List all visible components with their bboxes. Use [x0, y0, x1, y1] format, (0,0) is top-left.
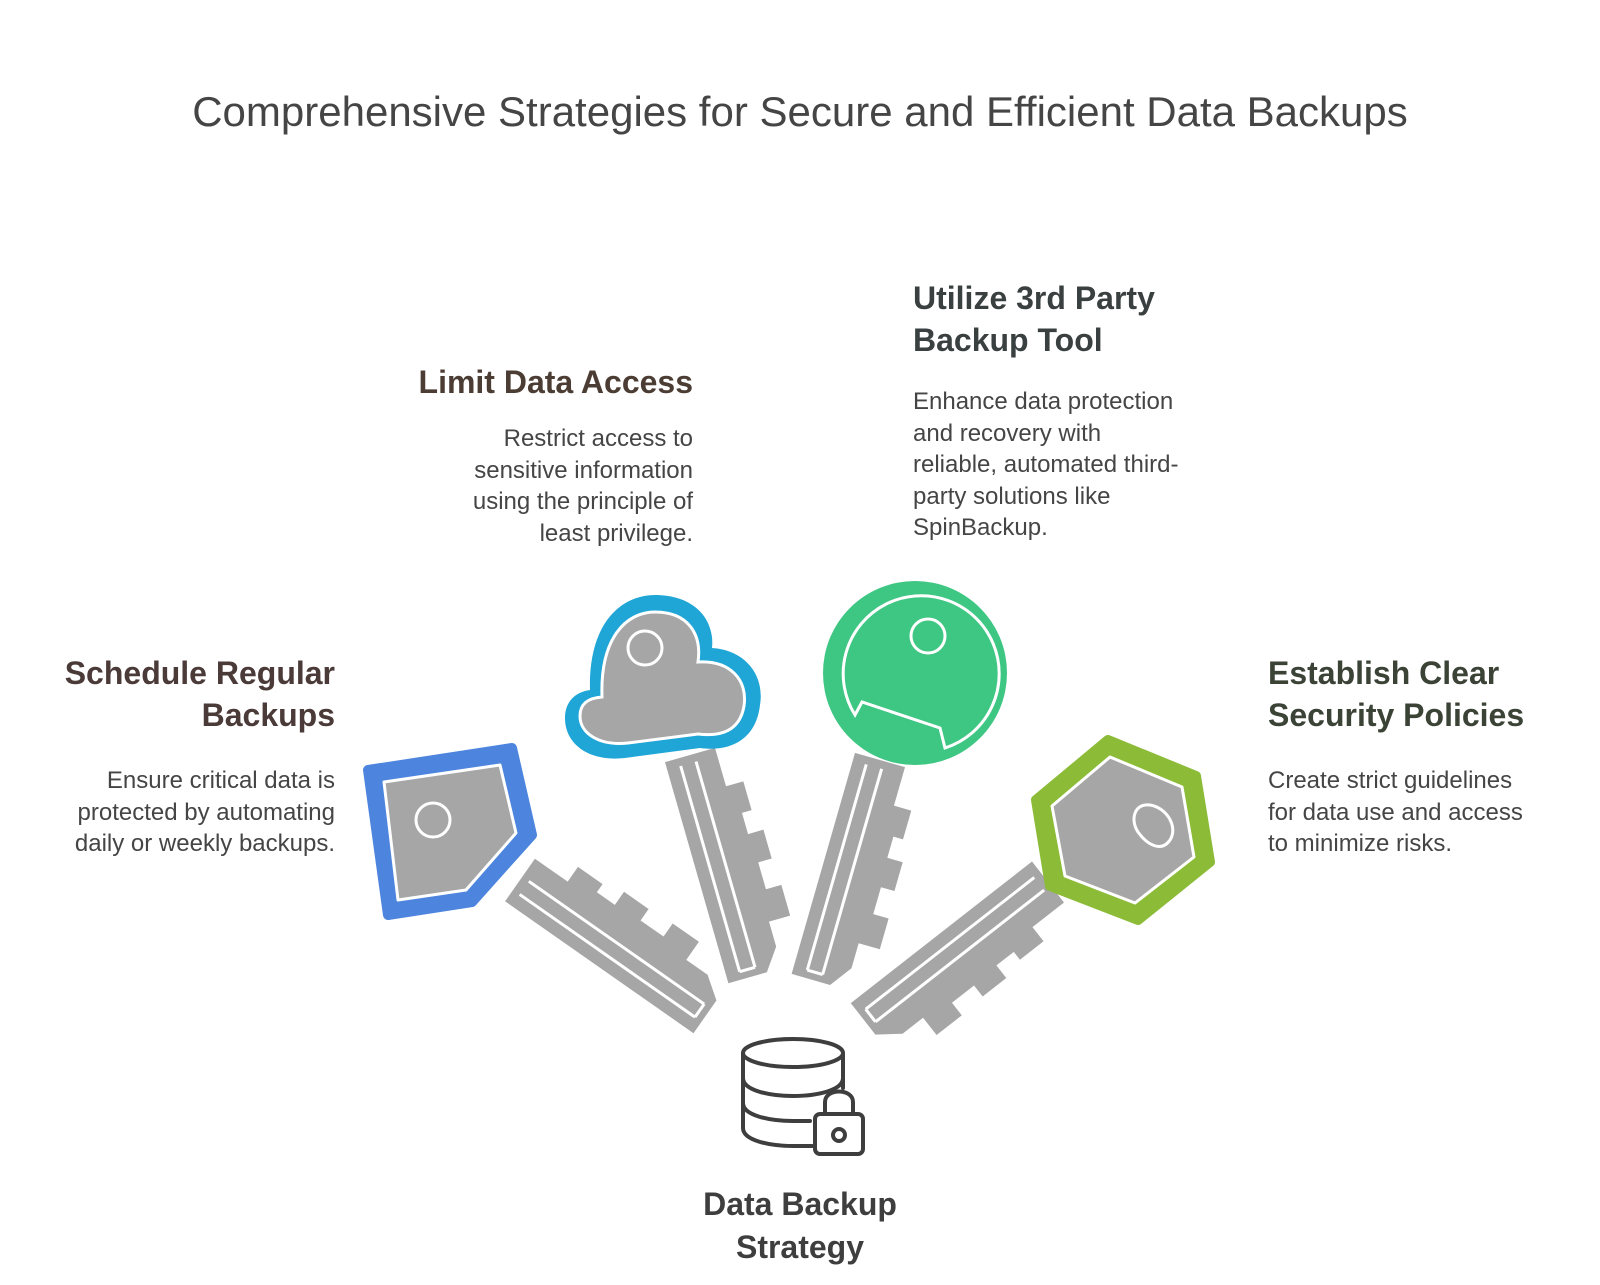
page-title: Comprehensive Strategies for Secure and … — [192, 88, 1408, 135]
key-third-party — [790, 581, 1007, 997]
key-schedule — [363, 743, 740, 1035]
key-head-schedule — [363, 743, 537, 920]
heading-schedule: Schedule Regular Backups — [64, 655, 335, 733]
key-head-third-party — [823, 581, 1007, 765]
key-head-policies — [1031, 735, 1215, 925]
key-limit — [565, 595, 805, 985]
desc-schedule: Ensure critical data is protected by aut… — [74, 767, 335, 857]
heading-policies: Establish Clear Security Policies — [1268, 655, 1525, 733]
desc-policies: Create strict guidelines for data use an… — [1268, 767, 1523, 857]
desc-third-party: Enhance data protection and recovery wit… — [913, 388, 1179, 541]
center-label: Data Backup Strategy — [703, 1186, 897, 1265]
key-head-limit — [565, 595, 761, 759]
database-lock-icon — [741, 1037, 865, 1156]
key-shaft — [849, 860, 1082, 1067]
key-policies — [849, 735, 1215, 1067]
heading-third-party: Utilize 3rd Party Backup Tool — [913, 280, 1155, 358]
heading-limit: Limit Data Access — [418, 364, 693, 400]
desc-limit: Restrict access to sensitive information… — [472, 425, 693, 547]
